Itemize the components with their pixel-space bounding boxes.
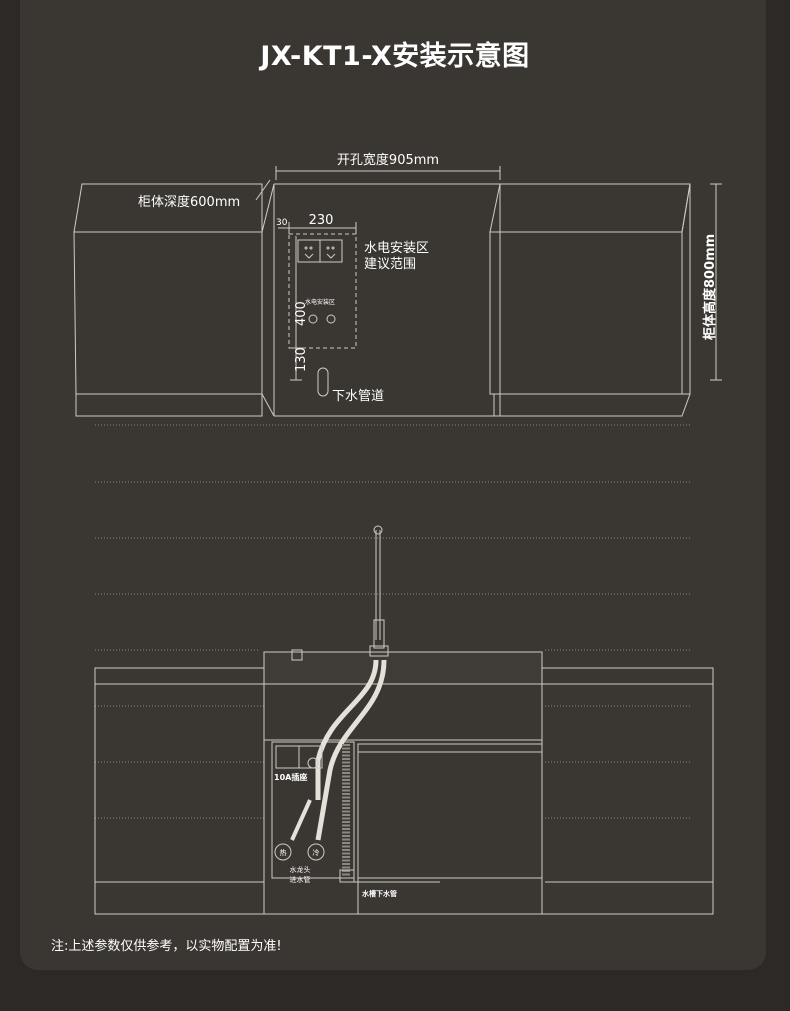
content-card — [20, 0, 766, 970]
zone-outlet-icon — [297, 239, 343, 263]
cold-valve-label: 冷 — [313, 848, 320, 857]
zone-label-line1: 水电安装区 — [364, 241, 429, 256]
recommended-zone-outline — [288, 233, 357, 349]
cabinet-elevation-diagram — [73, 166, 722, 417]
dim-400-label: 400 — [294, 301, 309, 326]
opening-width-label: 开孔宽度905mm — [337, 152, 439, 168]
faucet-inlet-label-line1: 水龙头 — [290, 865, 311, 874]
zone-valve-icons — [308, 314, 336, 324]
cabinet-height-label: 柜体高度800mm — [702, 234, 718, 341]
hot-valve-label: 热 — [280, 848, 287, 857]
drain-pipe-label: 下水管道 — [332, 389, 384, 404]
cabinet-depth-label: 柜体深度600mm — [138, 194, 240, 210]
dim-130-label: 130 — [294, 347, 309, 372]
page-title: JX-KT1-X安装示意图 — [260, 41, 530, 72]
faucet-inlet-label-line2: 进水管 — [290, 875, 311, 884]
sink-installation-diagram — [94, 525, 714, 915]
divider-dotted-lines — [95, 424, 690, 819]
dim-230-label: 230 — [309, 213, 334, 228]
mini-zone-label: 水电安装区 — [305, 298, 335, 306]
sink-drain-label: 水槽下水管 — [362, 889, 397, 898]
footer-note: 注:上述参数仅供参考，以实物配置为准! — [51, 939, 282, 954]
dim-30-label: 30 — [276, 218, 288, 228]
socket-label: 10A插座 — [274, 772, 307, 782]
zone-label-line2: 建议范围 — [364, 257, 416, 272]
